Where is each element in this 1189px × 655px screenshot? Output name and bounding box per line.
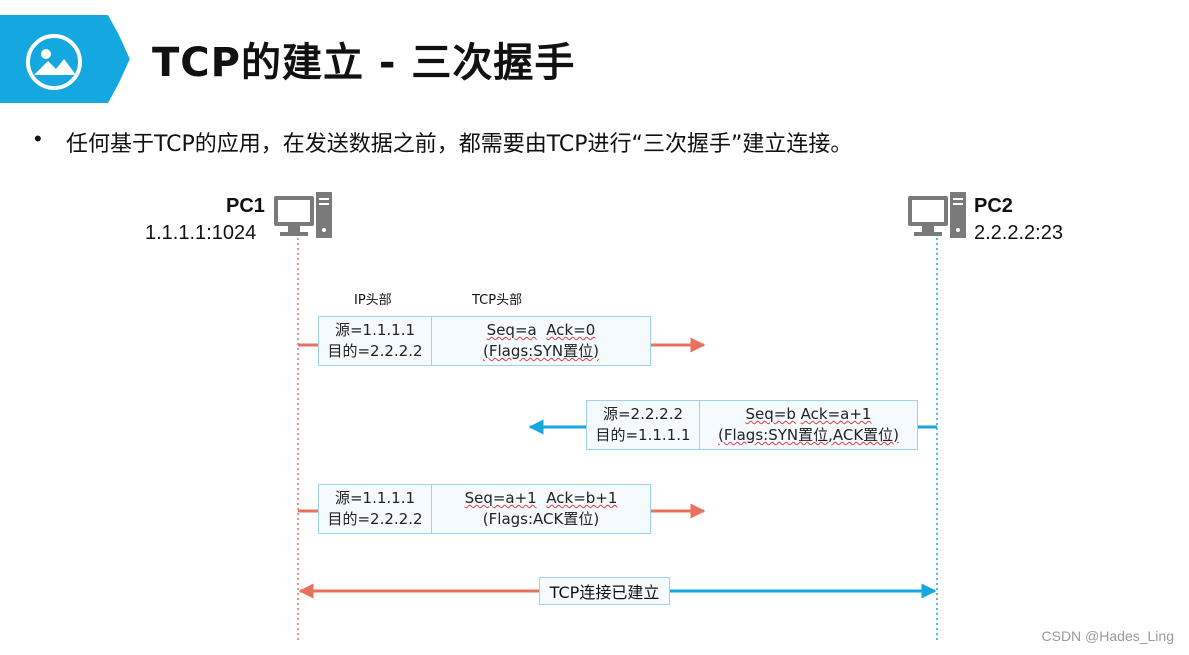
- pc2-name: PC2: [974, 195, 1013, 217]
- pc2-address: 2.2.2.2:23: [974, 222, 1063, 244]
- ip-header-cell: 源=1.1.1.1 目的=2.2.2.2: [319, 317, 431, 365]
- page-title: TCP的建立 - 三次握手: [152, 40, 576, 86]
- source-ip: 源=1.1.1.1: [334, 321, 416, 339]
- source-ip: 源=2.2.2.2: [602, 405, 684, 423]
- pc1-address: 1.1.1.1:1024: [145, 222, 257, 244]
- pc1-name: PC1: [226, 195, 265, 217]
- seq-value: Seq=a+1: [464, 489, 537, 507]
- syn-packet: 源=1.1.1.1 目的=2.2.2.2 Seq=a Ack=0 (Flags:…: [318, 316, 651, 366]
- dest-ip: 目的=2.2.2.2: [327, 510, 423, 528]
- tcp-header-label: TCP头部: [472, 293, 523, 308]
- ip-header-label: IP头部: [354, 293, 392, 308]
- tcp-header-cell: Seq=a+1 Ack=b+1 (Flags:ACK置位): [431, 485, 650, 533]
- ip-header-cell: 源=2.2.2.2 目的=1.1.1.1: [587, 401, 699, 449]
- bullet-marker: •: [34, 126, 42, 151]
- tcp-header-cell: Seq=a Ack=0 (Flags:SYN置位): [431, 317, 650, 365]
- syn-ack-packet: 源=2.2.2.2 目的=1.1.1.1 Seq=b Ack=a+1 (Flag…: [586, 400, 918, 450]
- dest-ip: 目的=1.1.1.1: [595, 426, 691, 444]
- ack-value: Ack=b+1: [546, 489, 618, 507]
- watermark: CSDN @Hades_Ling: [1041, 628, 1175, 644]
- seq-value: Seq=b: [745, 405, 796, 423]
- dest-ip: 目的=2.2.2.2: [327, 342, 423, 360]
- source-ip: 源=1.1.1.1: [334, 489, 416, 507]
- pc2-computer-icon: [908, 192, 966, 238]
- flags-value: (Flags:SYN置位,ACK置位): [717, 426, 900, 444]
- tcp-header-cell: Seq=b Ack=a+1 (Flags:SYN置位,ACK置位): [699, 401, 917, 449]
- connection-established-label: TCP连接已建立: [539, 577, 670, 605]
- seq-value: Seq=a: [486, 321, 537, 339]
- ack-value: Ack=a+1: [800, 405, 872, 423]
- banner-chevron: [110, 15, 135, 103]
- flags-value: (Flags:SYN置位): [483, 342, 599, 360]
- ack-value: Ack=0: [546, 321, 596, 339]
- bullet-text: 任何基于TCP的应用，在发送数据之前，都需要由TCP进行“三次握手”建立连接。: [66, 132, 853, 157]
- pc1-computer-icon: [274, 192, 332, 238]
- ip-header-cell: 源=1.1.1.1 目的=2.2.2.2: [319, 485, 431, 533]
- flags-value: (Flags:ACK置位): [482, 510, 600, 528]
- image-icon: [26, 34, 82, 90]
- banner-shape: [0, 15, 132, 103]
- ack-packet: 源=1.1.1.1 目的=2.2.2.2 Seq=a+1 Ack=b+1 (Fl…: [318, 484, 651, 534]
